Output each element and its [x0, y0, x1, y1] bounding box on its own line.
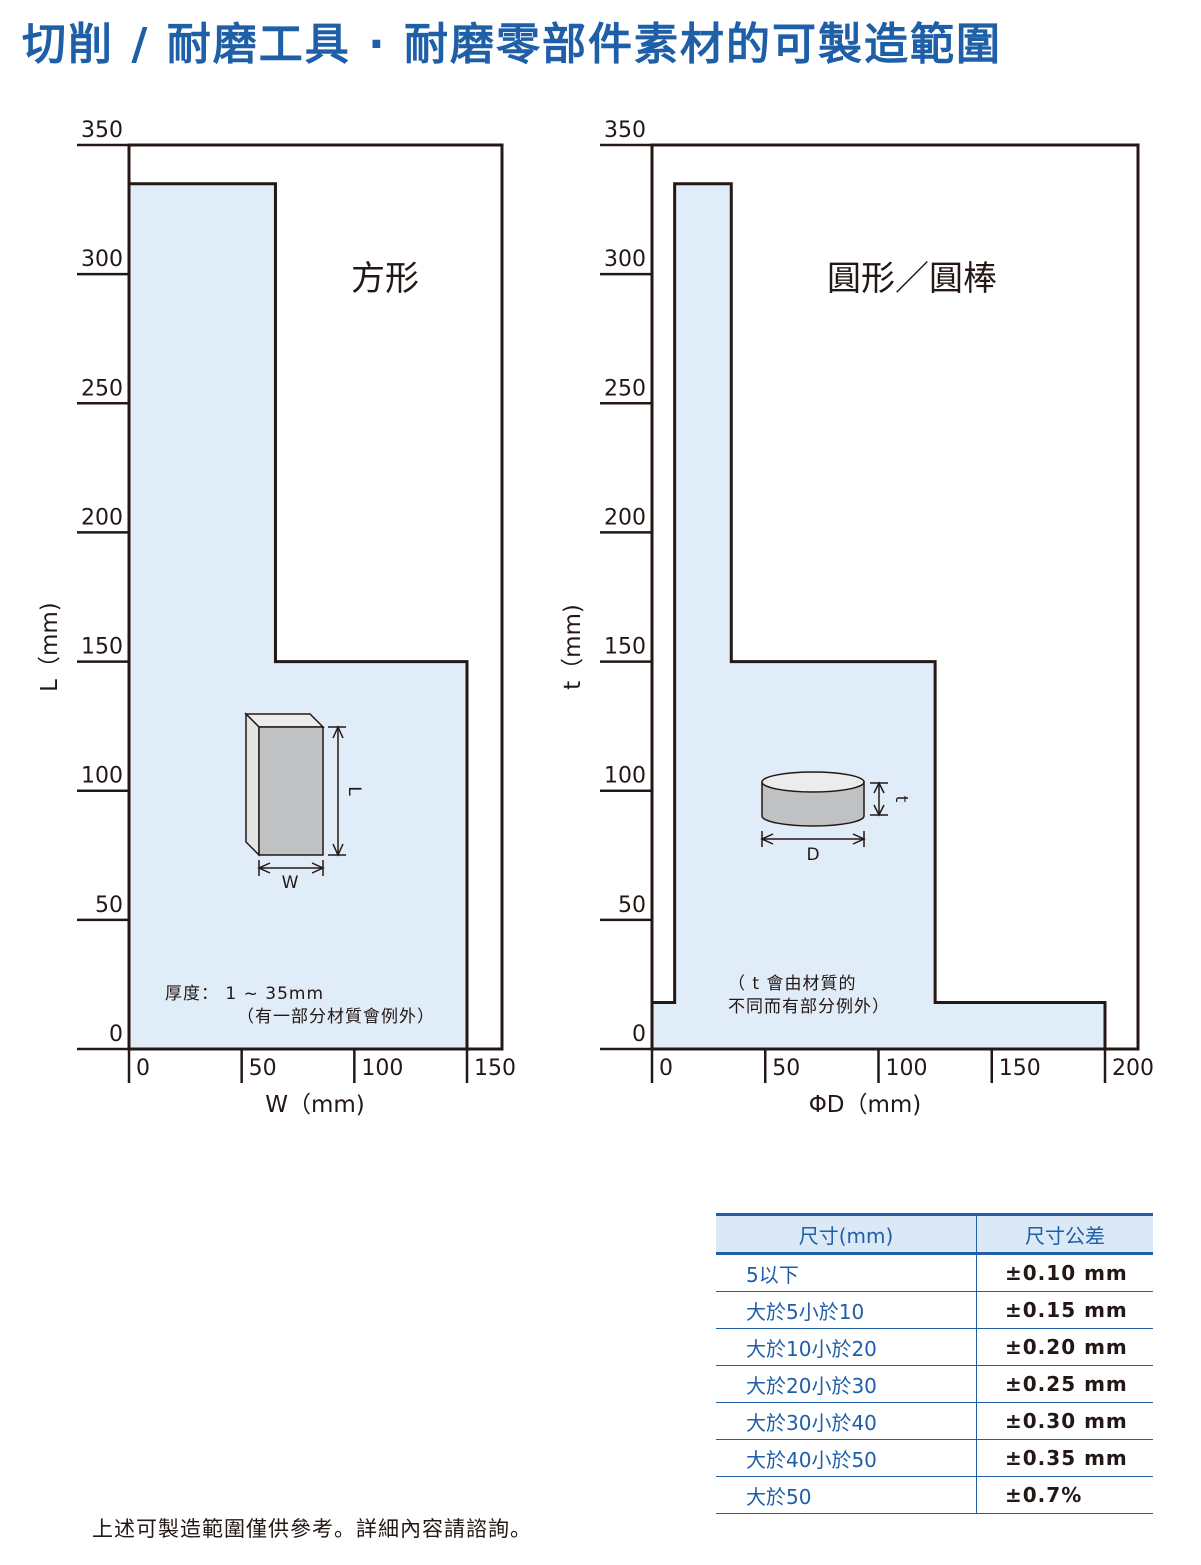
size-cell: 大於40小於50 — [716, 1439, 977, 1477]
tolerance-cell: ±0.7% — [976, 1476, 1153, 1514]
y-tick-label: 150 — [604, 635, 646, 660]
y-tick-label: 250 — [604, 376, 646, 401]
diameter-label: D — [806, 845, 819, 865]
x-tick-label: 50 — [772, 1056, 800, 1081]
table-row: 5以下 ±0.10 mm — [716, 1253, 1153, 1292]
y-tick-label: 300 — [81, 247, 123, 272]
y-tick-label: 0 — [109, 1022, 123, 1047]
y-tick-label: 250 — [81, 376, 123, 401]
y-tick-label: 150 — [81, 635, 123, 660]
table-row: 大於5小於10 ±0.15 mm — [716, 1291, 1153, 1329]
header-size: 尺寸(mm) — [716, 1213, 977, 1255]
x-tick-label: 150 — [999, 1056, 1041, 1081]
y-tick-label: 200 — [81, 505, 123, 530]
size-cell: 大於5小於10 — [716, 1291, 977, 1329]
x-tick-label: 100 — [886, 1056, 928, 1081]
chart-label: 方形 — [351, 259, 419, 299]
thickness-label: t — [891, 796, 911, 803]
size-cell: 大於30小於40 — [716, 1402, 977, 1440]
y-tick-label: 100 — [81, 764, 123, 789]
tolerance-cell: ±0.35 mm — [976, 1439, 1153, 1477]
y-tick-label: 350 — [81, 118, 123, 143]
note-line-2: 不同而有部分例外） — [728, 997, 890, 1017]
y-tick-label: 300 — [604, 247, 646, 272]
size-cell: 大於10小於20 — [716, 1328, 977, 1366]
size-cell: 大於50 — [716, 1476, 977, 1514]
arrow-head — [332, 843, 344, 857]
x-tick-label: 0 — [659, 1056, 673, 1081]
note-line-2: （有一部分材質會例外） — [237, 1007, 435, 1027]
y-tick-label: 50 — [95, 893, 123, 918]
table-row: 大於30小於40 ±0.30 mm — [716, 1402, 1153, 1440]
y-tick-label: 200 — [604, 505, 646, 530]
y-tick-label: 0 — [632, 1022, 646, 1047]
note-line-1: （ t 會由材質的 — [728, 974, 856, 994]
x-tick-label: 0 — [136, 1056, 150, 1081]
y-axis-label: L（mm) — [37, 602, 63, 692]
disc-top-face — [761, 771, 865, 793]
width-label: W — [282, 873, 299, 893]
arrow-head — [873, 804, 885, 817]
arrow-head — [852, 833, 866, 845]
header-tolerance: 尺寸公差 — [976, 1213, 1153, 1255]
x-tick-label: 50 — [249, 1056, 277, 1081]
table-row: 大於20小於30 ±0.25 mm — [716, 1365, 1153, 1403]
y-tick-label: 350 — [604, 118, 646, 143]
size-cell: 大於20小於30 — [716, 1365, 977, 1403]
size-cell: 5以下 — [716, 1253, 977, 1292]
arrow-head — [332, 725, 344, 739]
x-axis-label: W（mm) — [265, 1092, 365, 1118]
tolerance-cell: ±0.20 mm — [976, 1328, 1153, 1366]
table-row: 大於50 ±0.7% — [716, 1476, 1153, 1514]
x-axis-label: ΦD（mm) — [809, 1092, 922, 1118]
x-tick-label: 100 — [361, 1056, 403, 1081]
tolerance-cell: ±0.25 mm — [976, 1365, 1153, 1403]
y-tick-label: 100 — [604, 764, 646, 789]
manufacturable-region — [650, 182, 1107, 1051]
x-tick-label: 200 — [1112, 1056, 1154, 1081]
x-tick-label: 150 — [474, 1056, 516, 1081]
arrow-head — [311, 862, 325, 874]
footnote: 上述可製造範圍僅供參考。詳細內容請諮詢。 — [92, 1517, 532, 1541]
table-row: 大於40小於50 ±0.35 mm — [716, 1439, 1153, 1477]
arrow-head — [873, 781, 885, 794]
note-line-1: 厚度： 1 ~ 35mm — [165, 984, 324, 1004]
page-title: 切削 / 耐磨工具 · 耐磨零部件素材的可製造範圍 — [22, 19, 1003, 70]
arrow-head — [257, 862, 271, 874]
arrow-head — [760, 833, 774, 845]
table-row: 大於10小於20 ±0.20 mm — [716, 1328, 1153, 1366]
block-side-face — [245, 712, 260, 857]
y-tick-label: 50 — [618, 893, 646, 918]
tolerance-cell: ±0.15 mm — [976, 1291, 1153, 1329]
table-header-row: 尺寸(mm) 尺寸公差 — [716, 1213, 1153, 1255]
tolerance-cell: ±0.10 mm — [976, 1253, 1153, 1292]
chart-label: 圓形／圓棒 — [827, 259, 997, 299]
block-front-face — [258, 726, 324, 856]
length-label: L — [344, 786, 364, 796]
tolerance-table: 尺寸(mm) 尺寸公差 5以下 ±0.10 mm 大於5小於10 ±0.15 m… — [716, 1213, 1153, 1514]
disc-side — [761, 781, 865, 827]
y-axis-label: t（mm) — [560, 604, 586, 690]
tolerance-cell: ±0.30 mm — [976, 1402, 1153, 1440]
